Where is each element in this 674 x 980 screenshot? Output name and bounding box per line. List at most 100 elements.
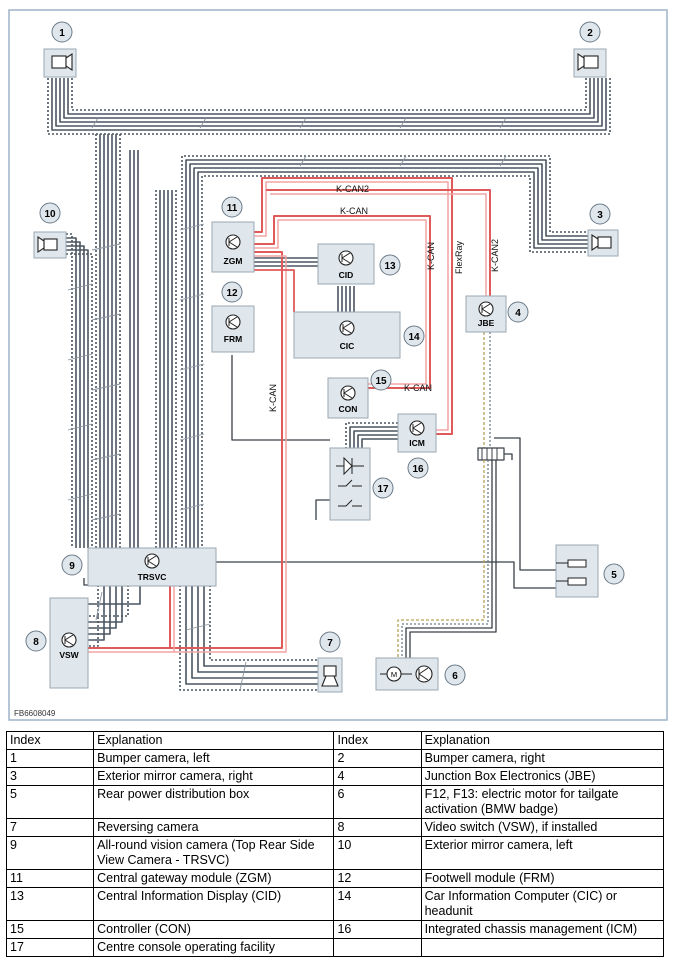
svg-text:17: 17: [377, 484, 389, 495]
bus-label-flexray: FlexRay: [454, 240, 464, 274]
camera-2: [573, 48, 607, 78]
legend-index-cell: 9: [5, 836, 95, 870]
legend-header-explanation: Explanation: [420, 731, 665, 750]
bubble-15: 15: [370, 369, 392, 391]
legend-explanation-cell: Central Information Display (CID): [93, 887, 335, 921]
ecu-cid-label: CID: [339, 270, 354, 280]
legend-index-cell: 7: [5, 818, 95, 837]
legend-explanation-cell: [420, 938, 665, 957]
bubble-9: 9: [61, 554, 83, 576]
legend-explanation-cell: Video switch (VSW), if installed: [420, 818, 665, 837]
camera-10: [33, 231, 67, 259]
ecu-vsw-label: VSW: [59, 650, 79, 660]
legend-index-cell: 4: [333, 767, 422, 786]
wiring-diagram: K-CAN2 K-CAN K-CAN FlexRay K-CAN2 K-CAN …: [8, 9, 668, 721]
bus-label-kcan2-jbe: K-CAN2: [490, 239, 500, 272]
legend-explanation-cell: Reversing camera: [93, 818, 335, 837]
svg-text:3: 3: [597, 210, 603, 221]
camera-1: [43, 48, 77, 78]
legend-explanation-cell: Bumper camera, left: [93, 749, 335, 768]
legend-index-cell: 15: [5, 920, 95, 939]
index-bubbles: 1 2 3 4 5 6 7 8 9 10 11 12 13 14 15 16 1…: [25, 21, 625, 686]
bubble-12: 12: [221, 281, 243, 303]
bubble-3: 3: [589, 203, 611, 225]
ecu-frm-label: FRM: [224, 334, 242, 344]
svg-text:15: 15: [375, 376, 387, 387]
legend-index-cell: 5: [5, 785, 95, 819]
legend-index-cell: 8: [333, 818, 422, 837]
svg-text:7: 7: [327, 638, 333, 649]
ecu-cic: CIC: [293, 311, 401, 359]
legend-index-cell: 12: [333, 869, 422, 888]
bundle-trsvc-vsw: [88, 585, 141, 641]
bubble-6: 6: [444, 664, 466, 686]
bubble-8: 8: [25, 630, 47, 652]
legend-explanation-cell: F12, F13: electric motor for tailgate ac…: [420, 785, 665, 819]
svg-text:11: 11: [227, 203, 238, 214]
power-distribution-box: [555, 544, 599, 598]
centre-console-box: [329, 447, 371, 521]
camera-7: [317, 657, 343, 693]
bundle-camera3: [185, 159, 590, 548]
legend-index-cell: 13: [5, 887, 95, 921]
legend-explanation-cell: All-round vision camera (Top Rear Side V…: [93, 836, 335, 870]
svg-text:10: 10: [44, 209, 56, 220]
legend-index-cell: 16: [333, 920, 422, 939]
ecu-icm-label: ICM: [409, 438, 425, 448]
bubble-16: 16: [407, 457, 429, 479]
bus-label-kcan-con: K-CAN: [404, 383, 432, 393]
svg-text:8: 8: [33, 637, 39, 648]
ecu-con: CON: [327, 377, 369, 419]
bus-label-kcan-vertical: K-CAN: [426, 242, 436, 270]
legend-explanation-cell: Footwell module (FRM): [420, 869, 665, 888]
legend-explanation-cell: Rear power distribution box: [93, 785, 335, 819]
legend-index-cell: 2: [333, 749, 422, 768]
legend-explanation-cell: Central gateway module (ZGM): [93, 869, 335, 888]
bubble-1: 1: [51, 21, 73, 43]
bundle-top: [51, 78, 607, 131]
legend-explanation-cell: Junction Box Electronics (JBE): [420, 767, 665, 786]
bus-lines: [88, 177, 491, 653]
ecu-vsw: VSW: [49, 597, 89, 689]
camera-3: [587, 229, 619, 257]
legend-explanation-cell: Centre console operating facility: [93, 938, 335, 957]
legend-header-explanation: Explanation: [93, 731, 335, 750]
bubble-4: 4: [507, 301, 529, 323]
ecu-trsvc: TRSVC: [87, 547, 217, 587]
legend-index-cell: 17: [5, 938, 95, 957]
svg-text:9: 9: [69, 561, 75, 572]
bubble-17: 17: [372, 477, 394, 499]
ecu-cid: CID: [317, 243, 375, 285]
svg-text:12: 12: [226, 288, 238, 299]
svg-text:5: 5: [611, 570, 617, 581]
ecu-zgm-label: ZGM: [224, 256, 243, 266]
wire-bundles: [47, 78, 611, 691]
bundle-trsvc-camera7: [185, 585, 318, 685]
legend-index-cell: 10: [333, 836, 422, 870]
legend-explanation-cell: Exterior mirror camera, right: [93, 767, 335, 786]
bubble-13: 13: [379, 254, 401, 276]
connector-block: [477, 447, 505, 461]
bus-label-group: K-CAN2 K-CAN K-CAN FlexRay K-CAN2 K-CAN …: [268, 184, 500, 412]
legend-index-cell: 1: [5, 749, 95, 768]
legend-header-index: Index: [5, 731, 95, 750]
ecu-cic-label: CIC: [340, 341, 355, 351]
bubble-7: 7: [319, 631, 341, 653]
ecu-icm: ICM: [397, 413, 437, 453]
legend-index-cell: 11: [5, 869, 95, 888]
legend-explanation-cell: Integrated chassis management (ICM): [420, 920, 665, 939]
bubble-2: 2: [579, 21, 601, 43]
svg-text:13: 13: [384, 261, 396, 272]
legend-index-cell: [333, 938, 422, 957]
legend-explanation-cell: Car Information Computer (CIC) or headun…: [420, 887, 665, 921]
legend-header-row: Index Explanation Index Explanation: [5, 731, 665, 750]
legend-index-cell: 14: [333, 887, 422, 921]
svg-text:6: 6: [452, 671, 458, 682]
tailgate-motor: M: [375, 657, 439, 691]
